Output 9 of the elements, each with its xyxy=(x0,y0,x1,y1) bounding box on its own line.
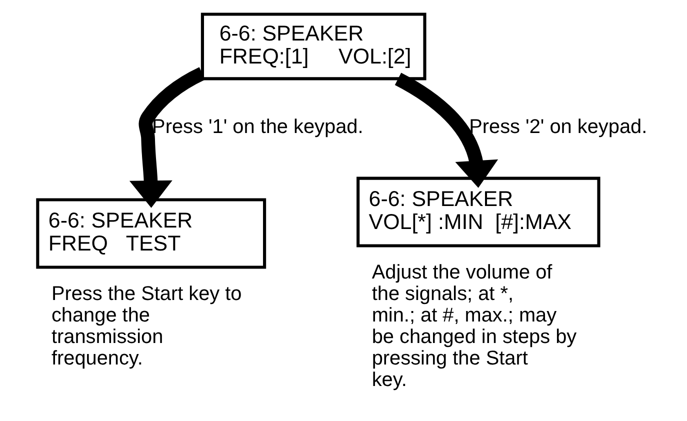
node-label: Press the Start key to change the transmission frequency. xyxy=(51,283,242,370)
node-box: 6-6: SPEAKER VOL[*] :MIN [#]:MAX xyxy=(356,176,600,248)
arrow xyxy=(394,72,498,188)
node-label: Adjust the volume of the signals; at *, min.; at #, max.; may be changed in steps by pressing the Start key. xyxy=(372,262,577,391)
arrow xyxy=(129,67,206,208)
node-box: 6-6: SPEAKER FREQ TEST xyxy=(36,198,266,269)
edge-label: Press '1' on the keypad. xyxy=(152,116,364,138)
edge-label: Press '2' on keypad. xyxy=(469,116,648,138)
node-box: 6-6: SPEAKER FREQ:[1] VOL:[2] xyxy=(200,12,426,80)
